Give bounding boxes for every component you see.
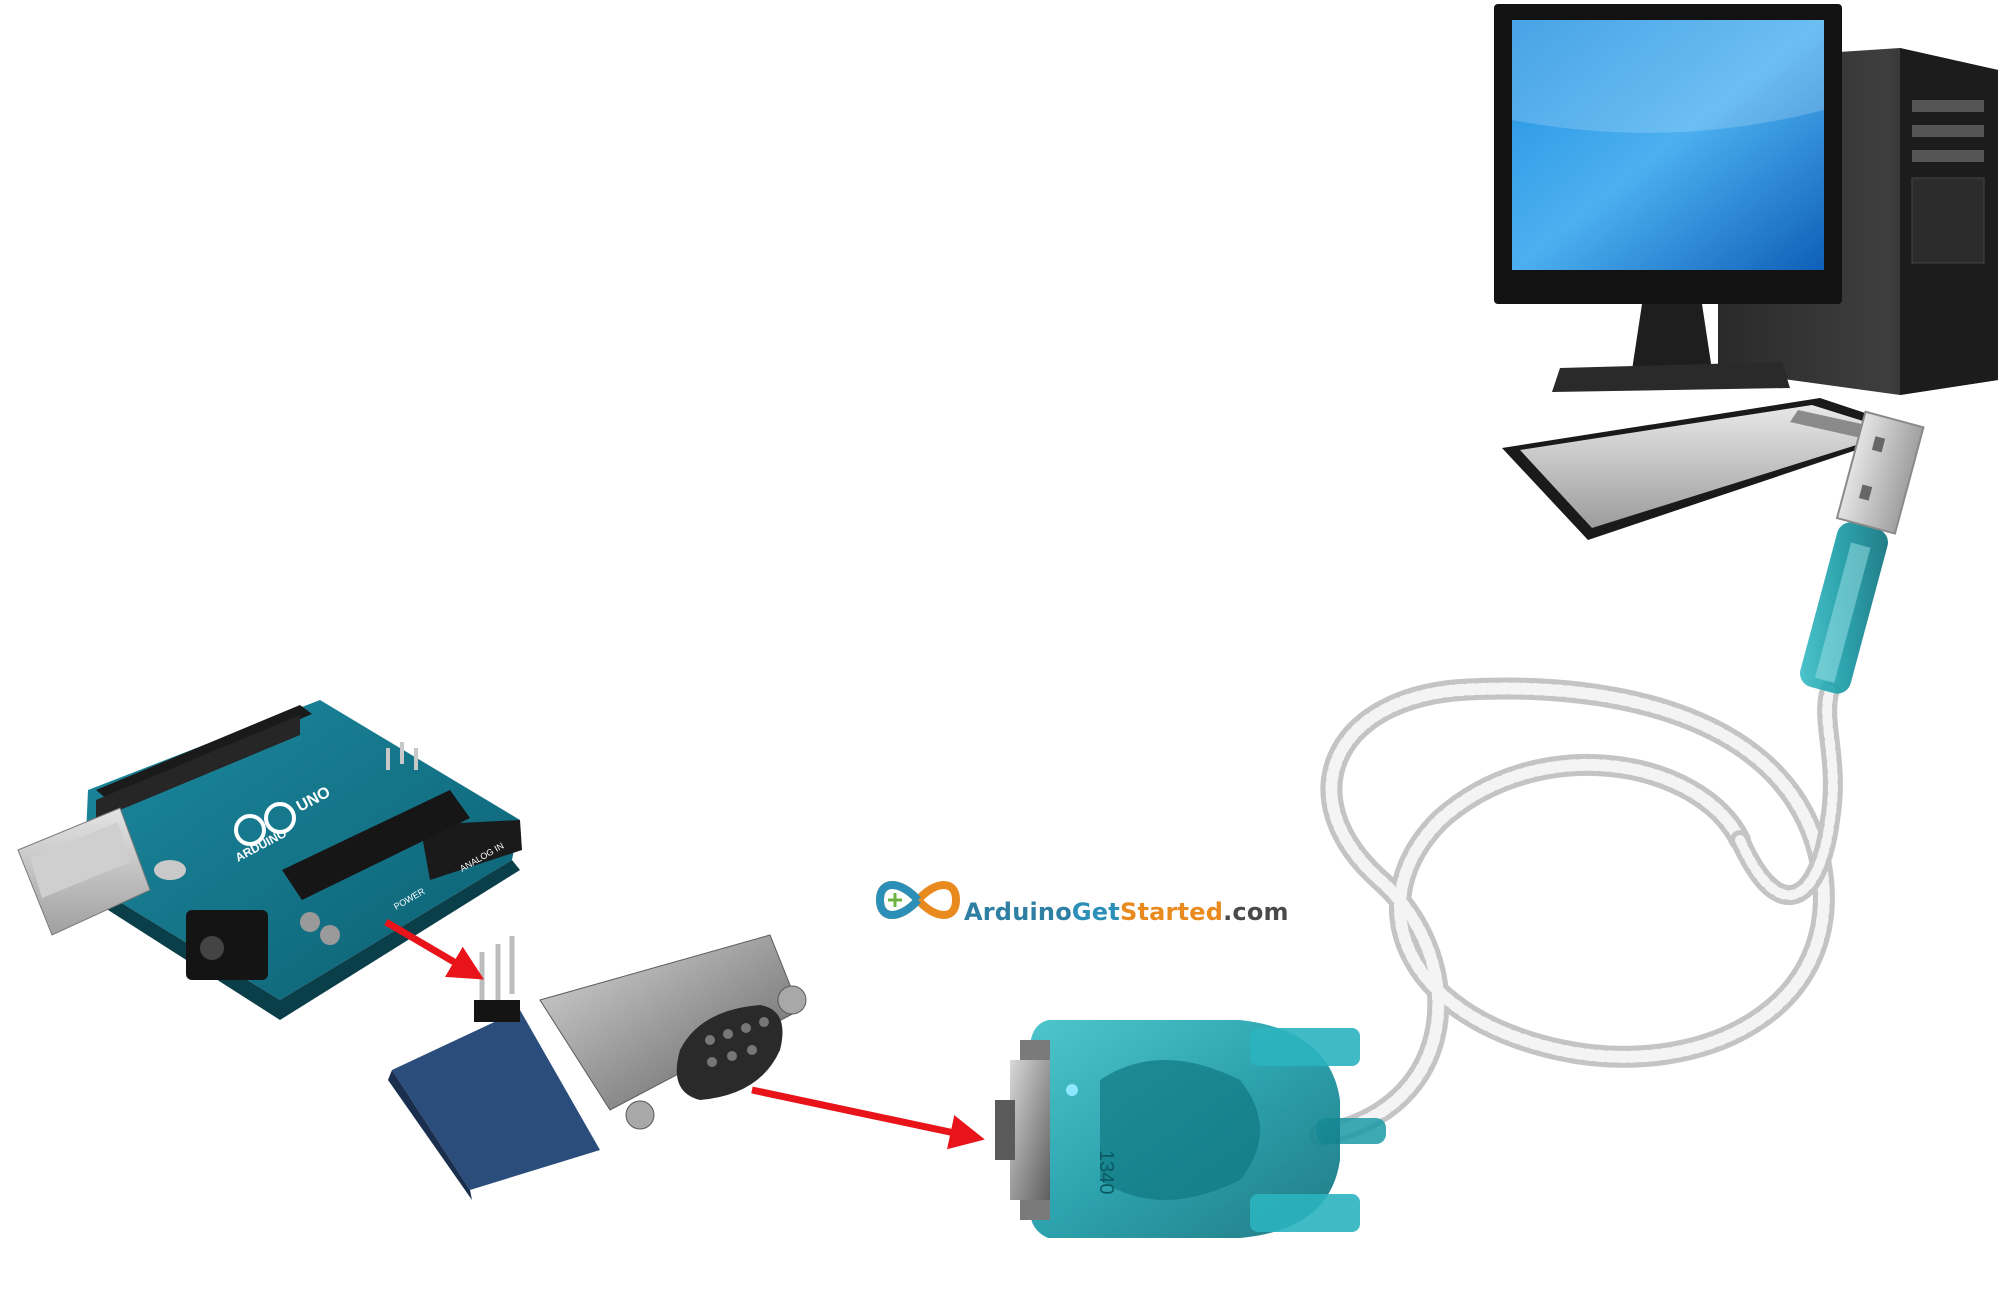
db9-male-connector: 1340 (995, 1020, 1360, 1238)
desktop-computer-icon (1494, 4, 1998, 540)
brand-part-com: .com (1223, 898, 1289, 926)
brand-part-arduino: Arduino (964, 898, 1072, 926)
arrow-module-to-cable (751, 1086, 985, 1150)
brand-watermark: ArduinoGetStarted.com (878, 868, 1289, 938)
brand-part-get: Get (1071, 898, 1120, 926)
monitor-base (1552, 362, 1790, 392)
ttl-to-rs232-module-icon (388, 934, 807, 1200)
monitor-screen (1512, 20, 1824, 270)
brand-logo-icon (875, 881, 961, 919)
usb-a-plug (1800, 410, 1925, 694)
usb-b-port (17, 807, 151, 936)
module-pcb (392, 1010, 600, 1190)
db9-female-connector (539, 934, 807, 1130)
arrow-arduino-to-module (384, 918, 485, 980)
brand-text: ArduinoGetStarted.com (964, 898, 1289, 926)
cable-marking: 1340 (1095, 1150, 1117, 1195)
brand-part-started: Started (1119, 898, 1224, 926)
atmega-chip (282, 790, 470, 900)
dc-jack (186, 910, 268, 980)
arduino-uno-board-icon: UNO ARDUINO POWER ANALOG IN (17, 700, 522, 1020)
connection-arrows (384, 918, 985, 1150)
usb-to-serial-cable-icon: 1340 (995, 410, 1925, 1238)
